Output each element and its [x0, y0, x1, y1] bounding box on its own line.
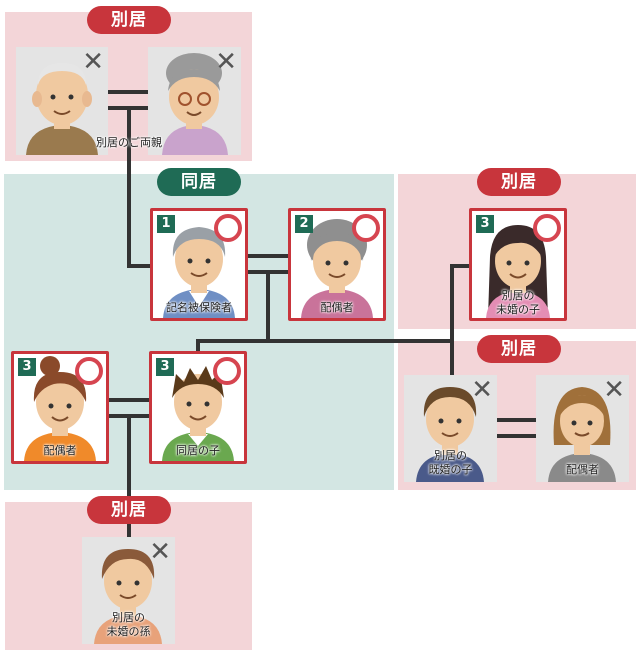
- insured-illustration: [163, 227, 235, 318]
- unmarried-daughter-illustration: [486, 225, 550, 318]
- person-child-spouse: 3 配偶者: [11, 351, 109, 464]
- coverage-number-badge: 1: [157, 215, 175, 233]
- person-live-in-child: 3 同居の子: [149, 351, 247, 464]
- not-covered-x-icon: ✕: [149, 537, 171, 567]
- person-insured: 1 記名被保険者: [150, 208, 248, 321]
- parents-label: 別居のご両親: [96, 136, 162, 149]
- badge-household-together: 同居: [157, 168, 241, 196]
- grandchild-label-line2: 未婚の孫: [106, 625, 151, 638]
- covered-circle-icon: [214, 214, 242, 242]
- badge-parents-separate: 別居: [87, 6, 171, 34]
- not-covered-x-icon: ✕: [215, 47, 237, 77]
- married-son-label-line1: 別居の: [434, 449, 467, 462]
- person-spouse: 2 配偶者: [288, 208, 386, 321]
- grandchild-illustration: [94, 549, 162, 644]
- person-separate-married-child: ✕ 別居の 既婚の子: [404, 375, 497, 482]
- covered-circle-icon: [533, 214, 561, 242]
- married-son-illustration: [416, 387, 484, 482]
- daughter-in-law-illustration: [24, 356, 96, 461]
- grandmother-illustration: [162, 53, 228, 155]
- coverage-number-badge: 2: [295, 215, 313, 233]
- married-son-label-line2: 既婚の子: [428, 463, 473, 476]
- person-grandmother: ✕: [148, 47, 241, 155]
- live-in-son-label: 同居の子: [176, 444, 220, 457]
- covered-circle-icon: [352, 214, 380, 242]
- coverage-number-badge: 3: [476, 215, 494, 233]
- married-son-spouse-illustration: [548, 387, 616, 482]
- person-grandfather: ✕: [16, 47, 108, 155]
- daughter-in-law-label: 配偶者: [43, 444, 77, 457]
- live-in-son-illustration: [162, 366, 234, 461]
- badge-married-child-separate: 別居: [477, 335, 561, 363]
- coverage-number-badge: 3: [18, 358, 36, 376]
- married-son-spouse-label: 配偶者: [566, 463, 599, 476]
- badge-unmarried-child-separate: 別居: [477, 168, 561, 196]
- person-separate-unmarried-grandchild: ✕ 別居の 未婚の孫: [82, 537, 175, 644]
- person-separate-unmarried-child: 3 別居の 未婚の子: [469, 208, 567, 321]
- coverage-number-badge: 3: [156, 358, 174, 376]
- covered-circle-icon: [213, 357, 241, 385]
- covered-circle-icon: [75, 357, 103, 385]
- separate-daughter-label-line1: 別居の: [501, 289, 535, 302]
- not-covered-x-icon: ✕: [82, 47, 104, 77]
- separate-daughter-label-line2: 未婚の子: [496, 303, 540, 316]
- grandchild-label-line1: 別居の: [112, 611, 145, 624]
- insured-label: 記名被保険者: [166, 301, 232, 314]
- person-married-child-spouse: ✕ 配偶者: [536, 375, 629, 482]
- grandfather-illustration: [26, 63, 98, 155]
- not-covered-x-icon: ✕: [471, 375, 493, 405]
- not-covered-x-icon: ✕: [603, 375, 625, 405]
- spouse-label: 配偶者: [320, 301, 354, 314]
- badge-grandchild-separate: 別居: [87, 496, 171, 524]
